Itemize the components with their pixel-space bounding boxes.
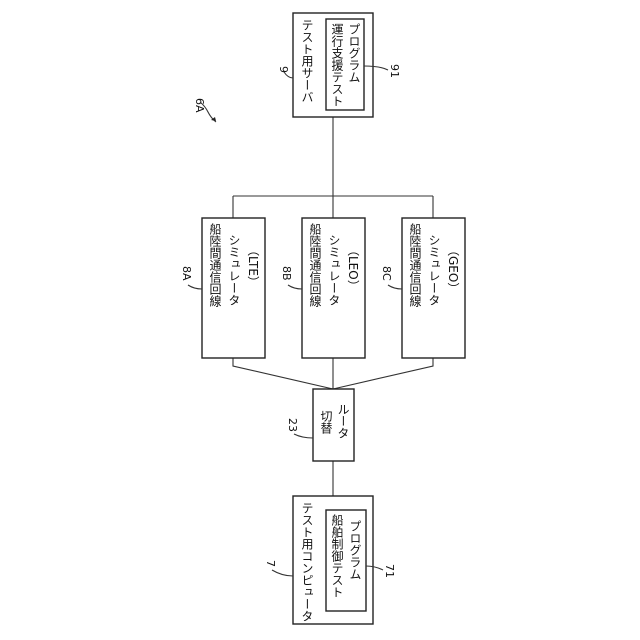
simulator-leo: 船陸間通信回線 シミュレータ （LEO） 8B	[280, 218, 365, 358]
test-server: テスト用サーバ 運行支援テスト プログラム 9 91	[277, 13, 401, 117]
server-program-line-2: プログラム	[346, 23, 363, 83]
test-computer: テスト用コンピュータ 船舶制御テスト プログラム 7 71	[264, 496, 396, 624]
sim-c-to-router-line	[333, 358, 433, 389]
switching-router-line-2: ルータ	[335, 403, 352, 439]
simulator-geo-ref: 8C	[380, 266, 393, 281]
simulator-lte: 船陸間通信回線 シミュレータ （LTE） 8A	[180, 218, 265, 358]
computer-program-line-1: 船舶制御テスト	[329, 514, 346, 598]
simulator-geo-line-1: 船陸間通信回線	[407, 223, 424, 307]
simulator-leo-ref-leader	[288, 285, 302, 289]
simulator-lte-ref: 8A	[180, 266, 193, 281]
server-program-line-1: 運行支援テスト	[329, 23, 346, 107]
computer-program-line-2: プログラム	[347, 520, 364, 580]
simulator-leo-ref: 8B	[280, 266, 293, 281]
simulator-leo-line-2: シミュレータ	[326, 234, 343, 306]
server-program-ref: 91	[388, 64, 401, 78]
computer-program-ref: 71	[383, 564, 396, 578]
switching-router-ref: 23	[286, 418, 299, 432]
simulator-geo-ref-leader	[388, 285, 402, 289]
simulator-geo: 船陸間通信回線 シミュレータ （GEO） 8C	[380, 218, 465, 358]
switching-router: 切替 ルータ 23	[286, 389, 354, 461]
switching-router-line-1: 切替	[318, 410, 335, 434]
test-computer-ref-leader	[272, 570, 293, 576]
test-server-title: テスト用サーバ	[299, 19, 316, 103]
simulator-lte-ref-leader	[188, 285, 202, 289]
server-ref: 9	[277, 66, 290, 73]
switching-router-ref-leader	[294, 434, 313, 438]
simulator-lte-line-3: （LTE）	[245, 244, 262, 288]
simulator-lte-line-1: 船陸間通信回線	[207, 223, 224, 307]
simulator-leo-line-3: （LEO）	[345, 244, 362, 292]
simulator-geo-line-2: シミュレータ	[426, 234, 443, 306]
simulator-leo-line-1: 船陸間通信回線	[307, 223, 324, 307]
test-computer-title: テスト用コンピュータ	[299, 502, 316, 622]
test-computer-ref: 7	[264, 560, 277, 567]
sim-a-to-router-line	[233, 358, 333, 389]
figure-label-group: 6A	[193, 98, 216, 122]
simulator-lte-line-2: シミュレータ	[226, 234, 243, 306]
simulator-geo-line-3: （GEO）	[445, 244, 462, 294]
